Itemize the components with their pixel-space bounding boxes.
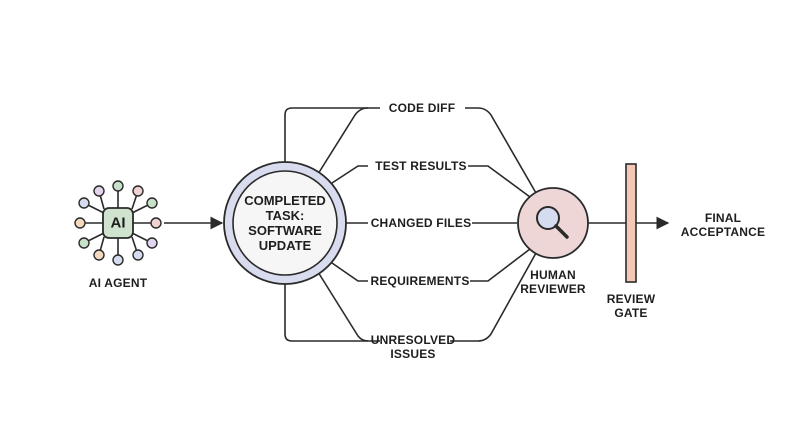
node-dot — [132, 185, 144, 197]
node-dot — [150, 217, 162, 229]
ai-chip-text: AI — [110, 214, 126, 232]
review-gate-label: REVIEW GATE — [606, 292, 656, 320]
unresolved-to-reviewer — [450, 252, 537, 342]
task-label: COMPLETED TASK: SOFTWARE UPDATE — [235, 193, 335, 253]
node-dot — [112, 180, 124, 192]
artifact-connectors — [284, 107, 380, 342]
connector-requirements — [331, 262, 368, 282]
node-dot — [78, 197, 90, 209]
task-line: TASK: — [265, 208, 305, 223]
magnifier-icon — [536, 206, 569, 239]
test-results-to-reviewer — [468, 165, 531, 198]
connector-unresolved-diag — [317, 271, 369, 342]
reviewer-connectors — [450, 107, 537, 342]
task-node — [223, 161, 347, 285]
ai-chip — [102, 207, 134, 239]
node-dot — [146, 237, 158, 249]
artifact-requirements: REQUIREMENTS — [370, 274, 470, 288]
node-dot — [74, 217, 86, 229]
review-gate-bar — [625, 163, 637, 283]
code-diff-to-reviewer — [465, 107, 537, 194]
ai-agent-icon — [74, 180, 162, 266]
artifact-changed-files: CHANGED FILES — [370, 216, 472, 230]
requirements-to-reviewer — [470, 248, 531, 282]
task-line: UPDATE — [258, 238, 312, 253]
task-line: COMPLETED — [244, 193, 326, 208]
artifact-unresolved-issues: UNRESOLVED ISSUES — [370, 333, 456, 361]
human-reviewer-label: HUMAN REVIEWER — [520, 268, 586, 296]
ai-agent-label: AI AGENT — [88, 276, 148, 290]
task-line: SOFTWARE — [248, 223, 322, 238]
reviewer-node — [517, 187, 589, 259]
node-dot — [112, 254, 124, 266]
final-acceptance-label: FINAL ACCEPTANCE — [680, 211, 766, 239]
node-dot — [93, 249, 105, 261]
connector-code-diff — [284, 107, 380, 178]
artifact-test-results: TEST RESULTS — [375, 159, 467, 173]
node-dot — [78, 237, 90, 249]
node-dot — [93, 185, 105, 197]
node-dot — [132, 249, 144, 261]
artifact-code-diff: CODE DIFF — [388, 101, 456, 115]
connector-code-diff-diag — [317, 107, 369, 175]
connector-test-results — [331, 165, 368, 184]
connector-unresolved — [284, 268, 380, 342]
node-dot — [146, 197, 158, 209]
